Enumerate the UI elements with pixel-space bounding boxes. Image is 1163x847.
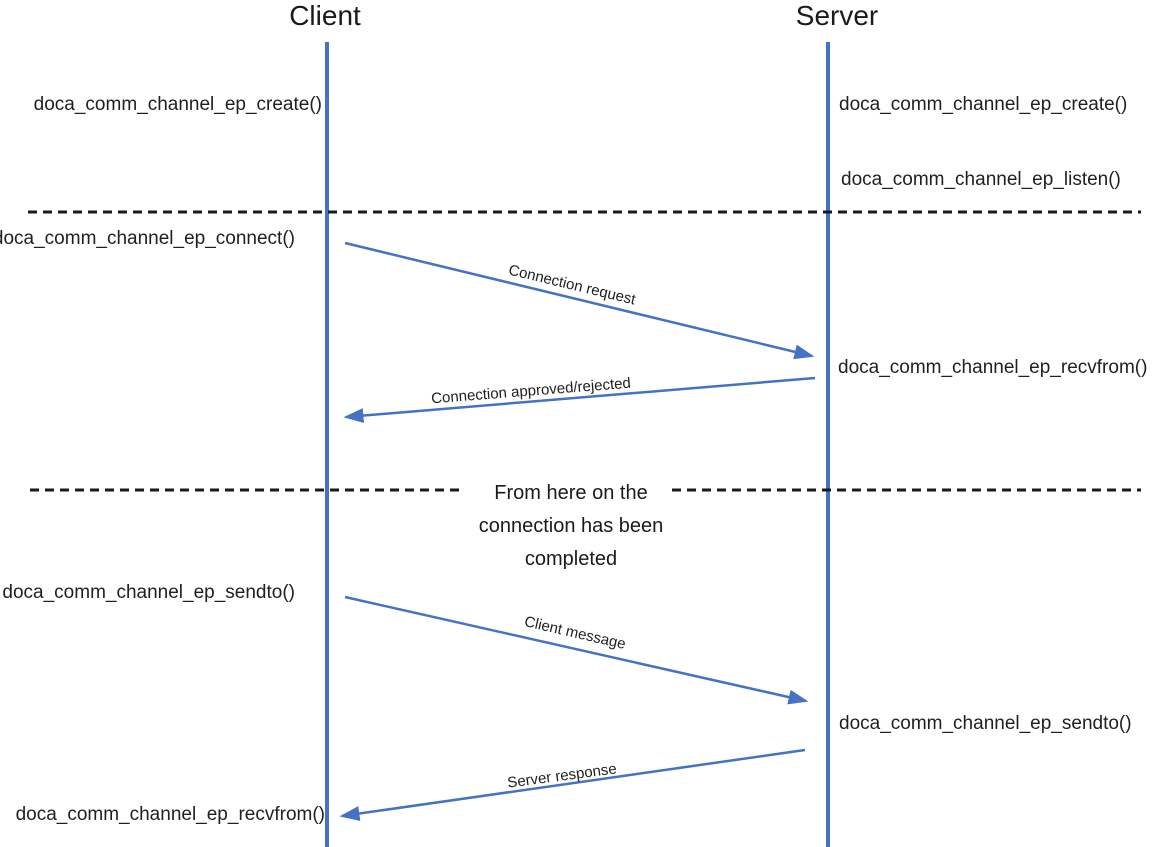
client-message-arrow: [344, 595, 809, 705]
server-response-arrow: [339, 748, 806, 821]
connection-completed-annotation: From here on the connection has been com…: [478, 482, 664, 570]
server-call-ep-listen: doca_comm_channel_ep_listen(): [841, 169, 1121, 190]
server-call-ep-recvfrom: doca_comm_channel_ep_recvfrom(): [838, 357, 1148, 378]
client-call-ep-create: doca_comm_channel_ep_create(): [33, 94, 322, 115]
server-call-ep-sendto: doca_comm_channel_ep_sendto(): [839, 713, 1132, 734]
client-lifeline-title: Client: [289, 0, 361, 31]
connection-request-arrow: [344, 241, 815, 360]
client-call-ep-recvfrom: doca_comm_channel_ep_recvfrom(): [15, 804, 325, 825]
connection-response-arrow: [343, 376, 816, 424]
client-call-ep-connect: doca_comm_channel_ep_connect(): [0, 228, 295, 249]
server-call-ep-create: doca_comm_channel_ep_create(): [839, 94, 1128, 115]
client-call-ep-sendto: doca_comm_channel_ep_sendto(): [2, 582, 295, 603]
server-lifeline-title: Server: [795, 0, 879, 31]
